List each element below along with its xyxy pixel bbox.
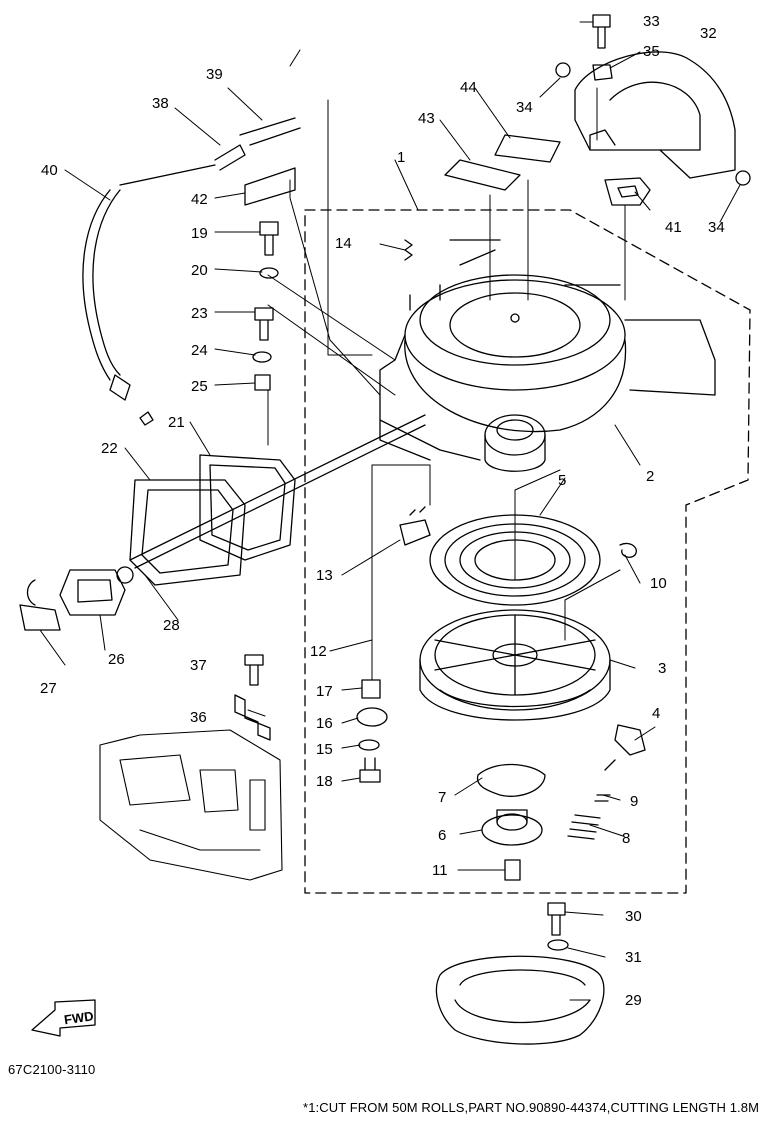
callout-20: 20 xyxy=(191,262,208,279)
leader-lines xyxy=(267,87,626,681)
callout-44: 44 xyxy=(460,79,477,96)
callout-30: 30 xyxy=(625,908,642,925)
pawl-4 xyxy=(614,724,646,756)
callout-12: 12 xyxy=(310,643,327,660)
fwd-arrow-icon xyxy=(31,999,96,1037)
callout-14: 14 xyxy=(335,235,352,252)
drive-plate-6 xyxy=(481,809,543,846)
sheave-drum xyxy=(419,609,611,721)
callout-13: 13 xyxy=(316,567,333,584)
callout-19: 19 xyxy=(191,225,208,242)
callout-18: 18 xyxy=(316,773,333,790)
grommet-34-right xyxy=(735,170,751,186)
cable-assembly xyxy=(82,117,301,426)
callout-9: 9 xyxy=(630,793,638,810)
top-cover xyxy=(574,51,736,179)
callout-21: 21 xyxy=(168,414,185,431)
callout-3: 3 xyxy=(658,660,666,677)
callout-17: 17 xyxy=(316,683,333,700)
callout-28: 28 xyxy=(163,617,180,634)
callout-6: 6 xyxy=(438,827,446,844)
callout-7: 7 xyxy=(438,789,446,806)
recoil-spring xyxy=(429,514,601,606)
label-sticker-42 xyxy=(244,167,296,206)
callout-33: 33 xyxy=(643,13,660,30)
washer-24 xyxy=(252,351,272,363)
callout-5: 5 xyxy=(558,472,566,489)
callout-42: 42 xyxy=(191,191,208,208)
callout-34a: 34 xyxy=(516,99,533,116)
callout-22: 22 xyxy=(101,440,118,457)
cover-clip xyxy=(604,177,651,206)
bolt-18 xyxy=(359,757,381,783)
callout-10: 10 xyxy=(650,575,667,592)
footnote: *1:CUT FROM 50M ROLLS,PART NO.90890-4437… xyxy=(303,1100,759,1115)
starter-rope xyxy=(129,414,426,569)
callout-36: 36 xyxy=(190,709,207,726)
callout-25: 25 xyxy=(191,378,208,395)
grommet-34-left xyxy=(555,62,571,78)
callout-1: 1 xyxy=(397,149,405,166)
collar-17 xyxy=(361,679,381,699)
starter-handle xyxy=(19,566,134,631)
spring-8 xyxy=(567,814,601,840)
callout-34b: 34 xyxy=(708,219,725,236)
callout-41: 41 xyxy=(665,219,682,236)
callout-27: 27 xyxy=(40,680,57,697)
bolt-19 xyxy=(259,221,279,256)
pawl-13 xyxy=(399,506,431,546)
callout-2: 2 xyxy=(646,468,654,485)
label-sticker-44 xyxy=(494,134,561,163)
bracket-36 xyxy=(234,694,271,741)
callout-15: 15 xyxy=(316,741,333,758)
bolt-33 xyxy=(592,14,611,49)
callout-37: 37 xyxy=(190,657,207,674)
callout-4: 4 xyxy=(652,705,660,722)
callout-16: 16 xyxy=(316,715,333,732)
callout-8: 8 xyxy=(622,830,630,847)
nut-35 xyxy=(592,64,613,81)
washer-31 xyxy=(547,939,569,951)
callout-43: 43 xyxy=(418,110,435,127)
starter-case xyxy=(379,239,716,472)
bolt-23 xyxy=(254,307,274,341)
friction-plate-7 xyxy=(476,763,546,797)
callout-26: 26 xyxy=(108,651,125,668)
washer-15 xyxy=(358,739,380,751)
callout-23: 23 xyxy=(191,305,208,322)
fwd-label: FWD xyxy=(63,1008,94,1027)
callout-39: 39 xyxy=(206,66,223,83)
callout-32: 32 xyxy=(700,25,717,42)
callout-24: 24 xyxy=(191,342,208,359)
callout-40: 40 xyxy=(41,162,58,179)
collar-25 xyxy=(254,374,271,391)
part-code: 67C2100-3110 xyxy=(8,1062,96,1077)
circlip-10 xyxy=(619,542,637,558)
callout-35: 35 xyxy=(643,43,660,60)
callout-11: 11 xyxy=(432,862,448,879)
callout-38: 38 xyxy=(152,95,169,112)
rope-guide xyxy=(129,454,296,586)
pin-9 xyxy=(604,759,616,771)
starter-plate-29 xyxy=(435,955,605,1045)
bolt-30 xyxy=(547,902,566,936)
washer-20 xyxy=(259,267,279,279)
assembly-boundary-dashed xyxy=(304,209,751,894)
bushing-16 xyxy=(356,707,388,727)
engine-block-outline xyxy=(99,729,283,881)
bolt-11 xyxy=(504,859,521,881)
spring-14 xyxy=(404,239,413,261)
bolt-37 xyxy=(244,654,264,686)
callout-leaders xyxy=(39,21,741,1001)
label-sticker-43 xyxy=(444,159,521,191)
callout-29: 29 xyxy=(625,992,642,1009)
callout-31: 31 xyxy=(625,949,642,966)
